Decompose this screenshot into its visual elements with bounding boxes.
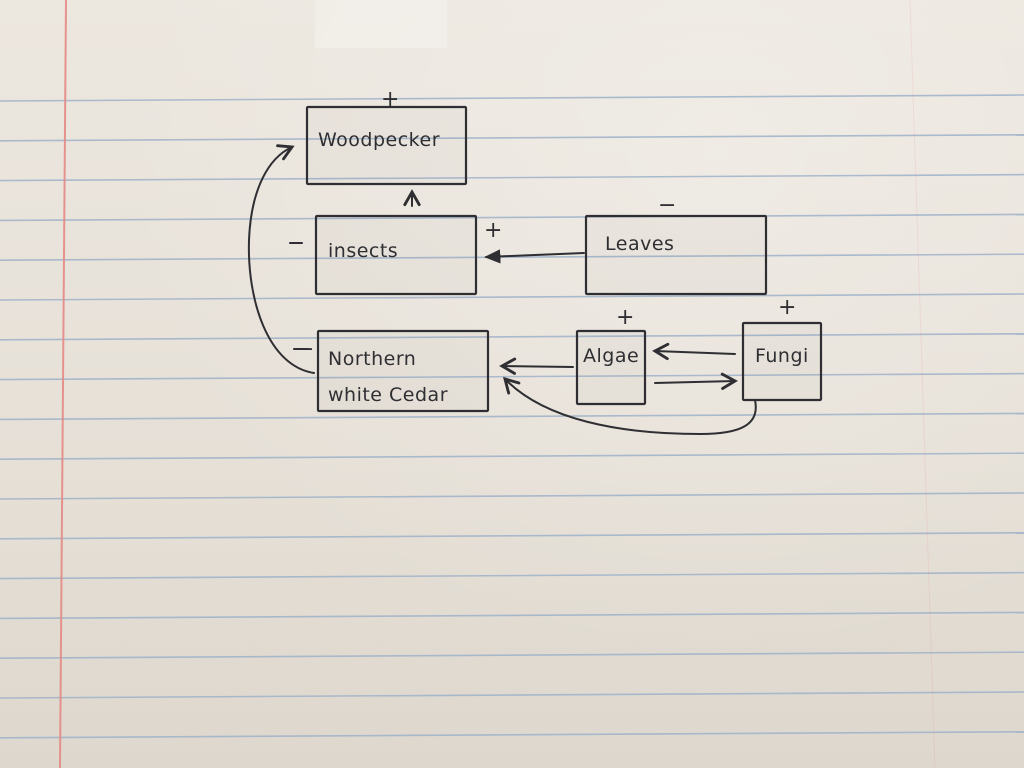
node-northern-white-cedar: Northern white Cedar −	[296, 329, 490, 413]
cedar-label-line2: white Cedar	[328, 384, 448, 406]
rule-line	[0, 571, 1024, 580]
rule-line	[0, 253, 1024, 261]
rule-line	[0, 293, 1024, 301]
rule-line	[0, 412, 1024, 421]
edge-fungi-to-algae	[652, 342, 736, 361]
edge-algae-to-cedar	[499, 357, 574, 375]
node-leaves: Leaves −	[584, 193, 768, 296]
edge-fungi-to-cedar	[502, 376, 757, 436]
erased-smudge	[315, 0, 447, 48]
rule-line	[0, 452, 1024, 460]
rule-line	[0, 94, 1024, 102]
node-insects: insects +	[314, 214, 502, 296]
faint-right-margin	[909, 0, 936, 768]
edge-cedar-to-woodpecker	[247, 144, 315, 374]
rule-line	[0, 651, 1024, 659]
rule-line	[0, 492, 1024, 500]
leaves-sign: −	[658, 193, 676, 218]
algae-sign: +	[616, 305, 634, 330]
rule-line	[0, 134, 1024, 142]
rule-line	[0, 173, 1024, 182]
edge-leaves-to-insects	[484, 249, 585, 264]
rule-line	[0, 611, 1024, 620]
woodpecker-sign: +	[381, 87, 399, 112]
rule-line	[0, 731, 1024, 739]
insects-sign: +	[484, 218, 502, 243]
algae-label: Algae	[583, 345, 639, 367]
rule-line	[0, 532, 1024, 540]
rule-line	[0, 691, 1024, 699]
rule-line	[0, 213, 1024, 222]
margin-line	[59, 0, 67, 768]
leaves-label: Leaves	[605, 233, 674, 255]
fungi-label: Fungi	[755, 345, 809, 367]
cedar-sign: −	[296, 337, 314, 362]
edge-algae-to-fungi	[654, 372, 738, 390]
node-woodpecker: Woodpecker +	[305, 87, 468, 186]
insects-label: insects	[328, 240, 398, 262]
woodpecker-label: Woodpecker	[318, 129, 440, 151]
rule-line	[0, 372, 1024, 381]
node-fungi: Fungi +	[741, 295, 823, 402]
fungi-sign: +	[778, 295, 796, 320]
rule-line	[0, 333, 1024, 341]
cedar-label-line1: Northern	[328, 348, 416, 370]
node-algae: Algae +	[575, 305, 647, 406]
